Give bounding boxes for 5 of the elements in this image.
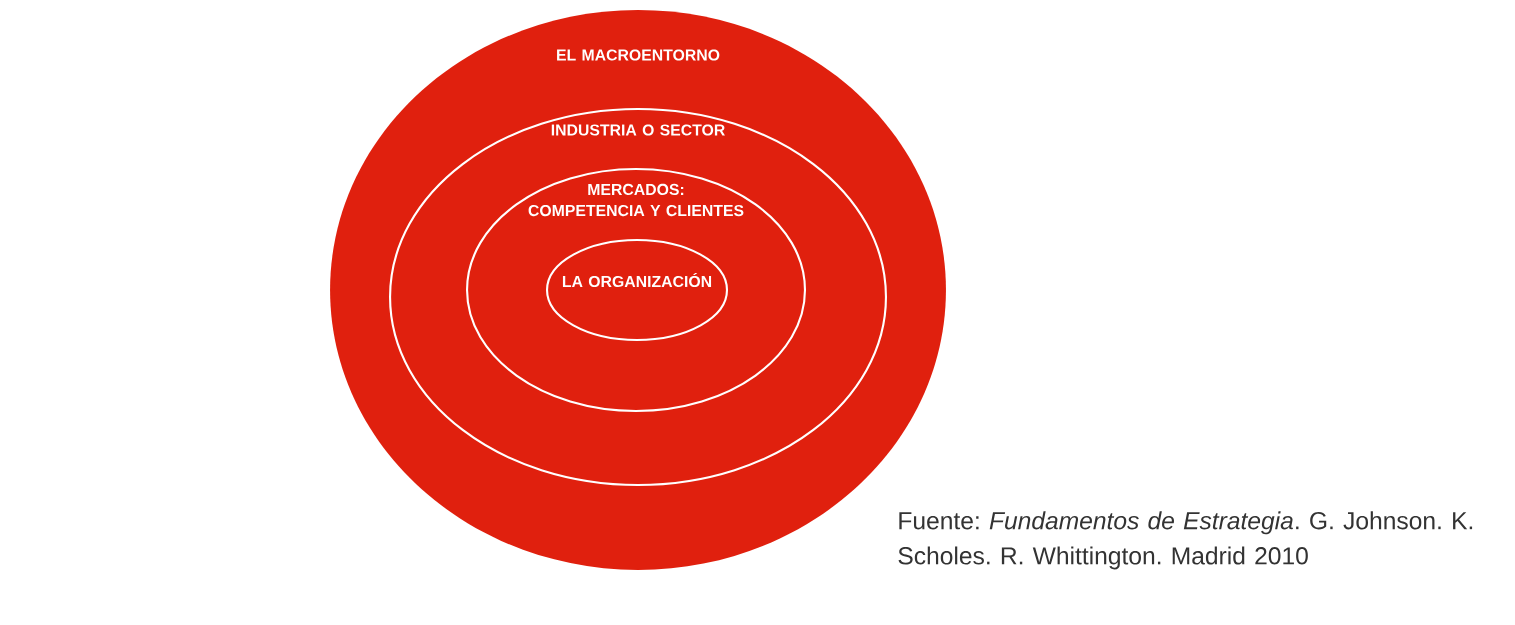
ellipse-label: MERCADOS: COMPETENCIA Y CLIENTES — [528, 183, 744, 217]
ellipse-label: INDUSTRIA O SECTOR — [551, 124, 725, 136]
ellipse-label: EL MACROENTORNO — [557, 49, 720, 61]
ellipse-label: LA ORGANIZACIÓN — [562, 272, 712, 288]
caption: Fuente: Fundamentos de Estrategia. G. Johnson. K. Scholes. R. Whittington. Madrid 2010 — [898, 511, 1473, 570]
